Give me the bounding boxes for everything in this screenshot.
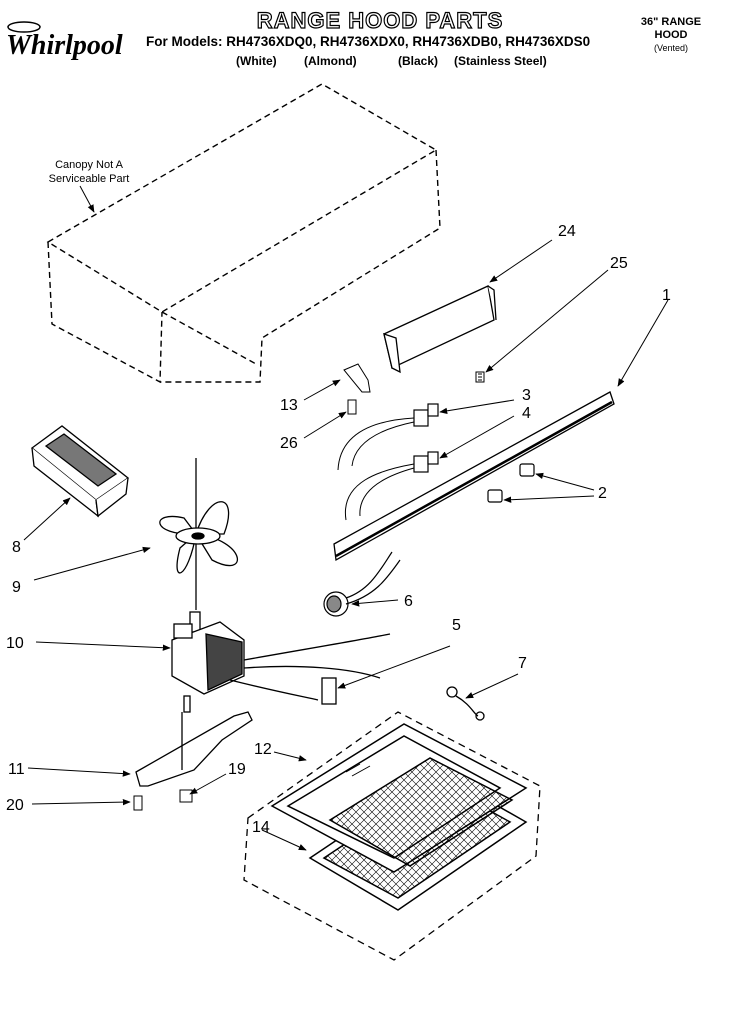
part-5-terminal xyxy=(321,677,337,705)
side-label-hood: HOOD xyxy=(654,29,688,41)
callout-25: 25 xyxy=(610,255,628,272)
part-24-bracket xyxy=(383,285,497,374)
part-4-switch xyxy=(413,451,439,473)
part-10-motor xyxy=(171,611,391,713)
filter-set-outline xyxy=(243,711,541,961)
logo-swoosh-icon: Whirlpool xyxy=(6,21,123,61)
whirlpool-logo: Whirlpool xyxy=(4,20,132,66)
callout-26: 26 xyxy=(280,435,298,452)
callout-8: 8 xyxy=(12,539,21,556)
switch-wires xyxy=(337,417,415,521)
part-1-bar xyxy=(333,391,615,562)
callout-19: 19 xyxy=(228,761,246,778)
finish-white: (White) xyxy=(236,54,277,68)
part-26-screw xyxy=(347,399,357,415)
part-6-capacitor xyxy=(323,551,401,617)
callout-4: 4 xyxy=(522,405,531,422)
callout-9: 9 xyxy=(12,579,21,596)
finish-black: (Black) xyxy=(398,54,439,68)
side-label-size: 36" RANGE xyxy=(640,16,702,28)
callout-2: 2 xyxy=(598,485,607,502)
callout-3: 3 xyxy=(522,387,531,404)
part-2-bushings xyxy=(487,463,535,503)
callout-24: 24 xyxy=(558,223,576,240)
callout-20: 20 xyxy=(6,797,24,814)
part-11-bracket xyxy=(135,711,253,787)
part-3-switch xyxy=(413,403,439,427)
callout-7: 7 xyxy=(518,655,527,672)
canopy-note: Canopy Not A Serviceable Part xyxy=(34,158,144,186)
side-label-vented: (Vented) xyxy=(653,43,689,53)
canopy-note-line-1: Canopy Not A xyxy=(55,159,123,171)
canopy-outline xyxy=(46,83,441,384)
callout-6: 6 xyxy=(404,593,413,610)
part-8-cover xyxy=(30,425,130,518)
callout-12: 12 xyxy=(254,741,272,758)
part-13-clip xyxy=(343,363,371,393)
part-25-screw xyxy=(475,371,485,383)
callout-14: 14 xyxy=(252,819,270,836)
finish-stainless: (Stainless Steel) xyxy=(454,54,547,68)
models-line: For Models: RH4736XDQ0, RH4736XDX0, RH47… xyxy=(146,34,591,49)
part-12-filter xyxy=(270,723,528,873)
part-19-nut xyxy=(179,789,193,803)
part-7-clip xyxy=(446,686,485,721)
callout-1: 1 xyxy=(662,287,671,304)
callout-13: 13 xyxy=(280,397,298,414)
leader-lines xyxy=(23,239,669,851)
part-9-fan xyxy=(159,458,238,610)
callout-10: 10 xyxy=(6,635,24,652)
svg-text:Whirlpool: Whirlpool xyxy=(6,30,123,61)
canopy-note-line-2: Serviceable Part xyxy=(48,173,130,185)
part-20-screw xyxy=(133,795,143,811)
finish-almond: (Almond) xyxy=(304,54,357,68)
page-title: RANGE HOOD PARTS xyxy=(256,7,504,33)
callout-11: 11 xyxy=(8,761,25,778)
canopy-leader xyxy=(79,185,95,213)
callout-5: 5 xyxy=(452,617,461,634)
